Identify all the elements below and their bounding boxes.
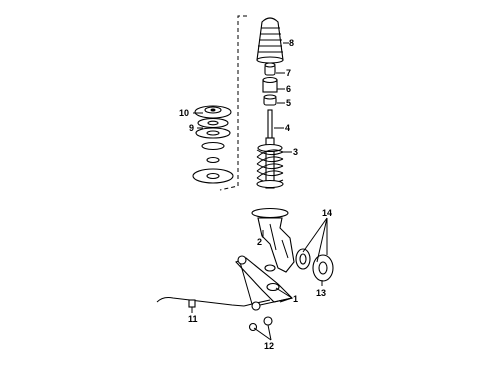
steering-knuckle xyxy=(251,207,295,273)
callout-9: 9 xyxy=(189,123,194,133)
callout-7: 7 xyxy=(286,68,291,78)
callout-13: 13 xyxy=(316,288,326,298)
dust-cover xyxy=(262,76,278,93)
callout-8: 8 xyxy=(289,38,294,48)
callout-6: 6 xyxy=(286,84,291,94)
assembly-bracket xyxy=(219,15,247,191)
callout-10: 10 xyxy=(179,108,189,118)
callout-12: 12 xyxy=(264,341,274,351)
bump-stop xyxy=(264,62,276,76)
bump-stop-boot xyxy=(256,17,284,64)
callout-3: 3 xyxy=(293,147,298,157)
callout-4: 4 xyxy=(285,123,290,133)
stabilizer-bar xyxy=(156,297,253,308)
callout-2: 2 xyxy=(257,237,262,247)
hub-and-bearing xyxy=(295,248,334,282)
leader-lines xyxy=(191,42,328,341)
spacer xyxy=(263,94,277,106)
callout-11: 11 xyxy=(188,314,198,324)
callout-14: 14 xyxy=(322,208,332,218)
upper-mount-stack xyxy=(192,105,234,184)
callouts: 8 7 6 5 4 3 10 9 2 14 13 1 12 11 xyxy=(179,38,332,351)
coil-spring xyxy=(256,143,284,189)
callout-1: 1 xyxy=(293,294,298,304)
callout-5: 5 xyxy=(286,98,291,108)
